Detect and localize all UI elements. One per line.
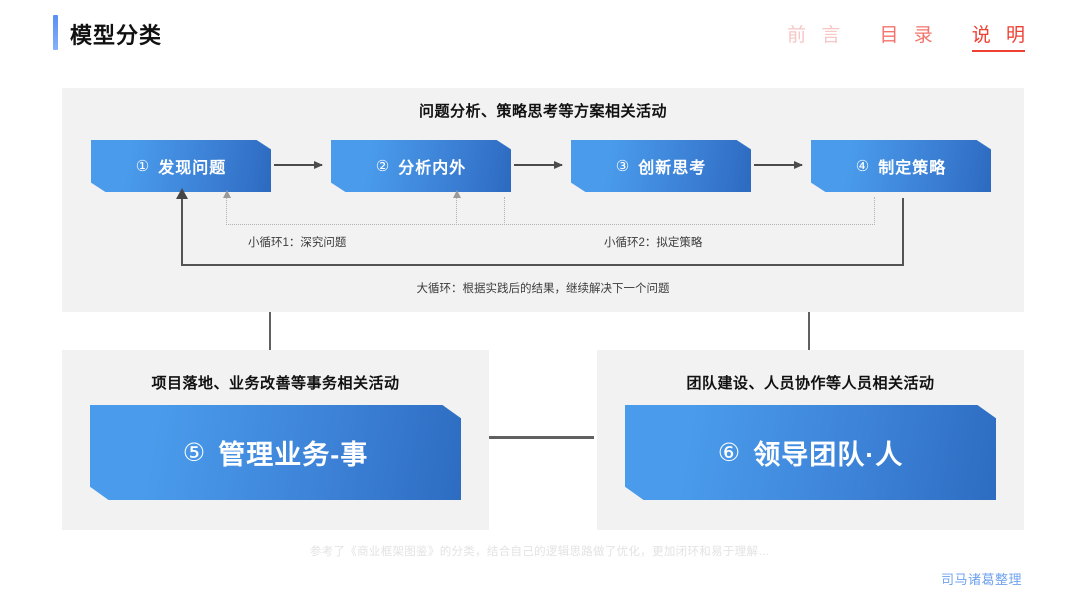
nav-item-contents[interactable]: 目 录: [879, 25, 938, 46]
small-loop-2-label: 小循环2：拟定策略: [604, 237, 703, 249]
arrow-right-icon-step2-step3: [514, 160, 563, 169]
bottom-box-label-6: 领导团队·人: [753, 440, 904, 470]
small-loop-2-connector: [452, 190, 875, 225]
bottom-box-number-5: ⑤: [182, 438, 207, 467]
step-label-4: 制定策略: [878, 160, 947, 177]
step-label-3: 创新思考: [638, 160, 707, 177]
nav-item-explanation[interactable]: 说 明: [971, 20, 1030, 52]
step-number-3: ③: [615, 158, 631, 175]
big-loop-label: 大循环：根据实践后的结果，继续解决下一个问题: [416, 283, 670, 295]
nav-item-preface[interactable]: 前 言: [787, 25, 846, 46]
arrow-up-icon-small-loop-2: [452, 190, 461, 198]
connector-between-bottom-panels: [487, 436, 594, 439]
step-box-3[interactable]: ③ 创新思考: [571, 140, 751, 192]
bottom-box-number-6: ⑥: [717, 438, 742, 467]
bottom-box-5[interactable]: ⑤ 管理业务-事: [90, 405, 461, 500]
top-panel-title: 问题分析、策略思考等方案相关活动: [418, 103, 667, 120]
plan-activities-panel: 问题分析、策略思考等方案相关活动 ① 发现问题 ② 分析内外 ③ 创新思考 ④ …: [62, 88, 1024, 312]
arrow-right-icon-step3-step4: [754, 160, 803, 169]
title-accent-bar: [53, 15, 58, 50]
step-label-1: 发现问题: [158, 160, 227, 177]
connector-top-to-right-panel: [808, 312, 810, 350]
small-loop-1-label: 小循环1：深究问题: [248, 237, 347, 249]
step-box-4[interactable]: ④ 制定策略: [811, 140, 991, 192]
small-loop-1-connector: [222, 190, 505, 225]
bottom-box-label-5: 管理业务-事: [218, 440, 369, 470]
page-title: 模型分类: [70, 23, 163, 48]
step-label-2: 分析内外: [398, 160, 467, 177]
arrow-up-icon-small-loop-1: [222, 190, 231, 198]
step-number-1: ①: [135, 158, 151, 175]
watermark-credit: 司马诸葛整理: [940, 572, 1022, 587]
arrow-right-icon-step1-step2: [274, 160, 323, 169]
arrow-up-icon-big-loop: [176, 188, 188, 199]
bottom-panel-right-title: 团队建设、人员协作等人员相关活动: [686, 375, 935, 392]
connector-top-to-left-panel: [269, 312, 271, 350]
business-activities-panel: 项目落地、业务改善等事务相关活动 ⑤ 管理业务-事: [62, 350, 489, 530]
step-number-2: ②: [375, 158, 391, 175]
step-box-1[interactable]: ① 发现问题: [91, 140, 271, 192]
bottom-box-6[interactable]: ⑥ 领导团队·人: [625, 405, 996, 500]
people-activities-panel: 团队建设、人员协作等人员相关活动 ⑥ 领导团队·人: [597, 350, 1024, 530]
page-header: 模型分类 前 言 目 录 说 明: [0, 0, 1080, 65]
step-box-2[interactable]: ② 分析内外: [331, 140, 511, 192]
header-nav: 前 言 目 录 说 明: [787, 20, 1030, 52]
step-number-4: ④: [855, 158, 871, 175]
bottom-panel-left-title: 项目落地、业务改善等事务相关活动: [151, 375, 400, 392]
big-loop-connector: [176, 188, 904, 266]
footnote-text: 参考了《商业框架图鉴》的分类，结合自己的逻辑思路做了优化，更加闭环和易于理解…: [309, 546, 771, 558]
